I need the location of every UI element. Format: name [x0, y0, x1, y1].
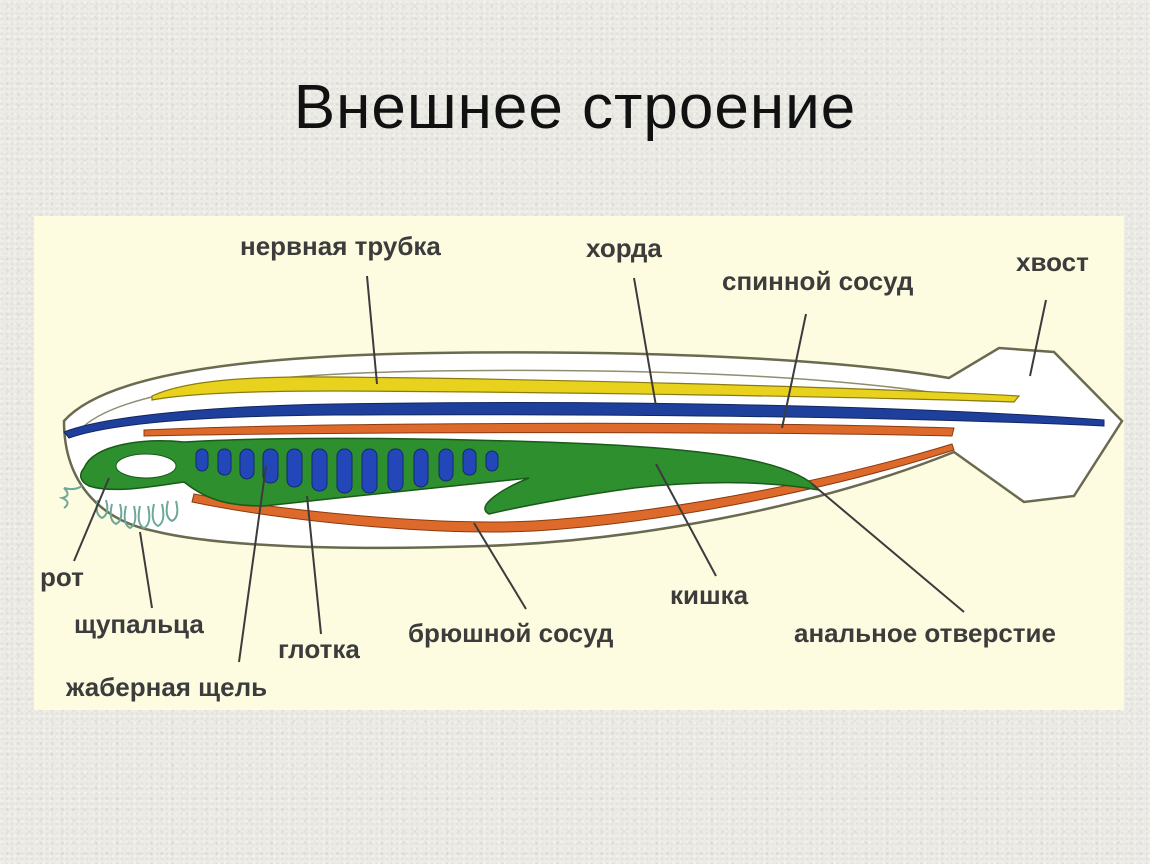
gill-slit-shape — [217, 448, 232, 476]
leader-tentacles — [139, 531, 153, 609]
gill-slit-shape — [361, 448, 378, 494]
gill-slit-shape — [262, 448, 279, 484]
label-chord: хорда — [586, 233, 662, 263]
lancelet-drawing — [58, 275, 1124, 663]
leader-mouth — [73, 477, 110, 562]
label-gill-slit: жаберная щель — [66, 672, 268, 702]
slide-title: Внешнее строение — [293, 73, 857, 142]
label-mouth: рот — [40, 562, 84, 592]
label-anus: анальное отверстие — [794, 618, 1056, 648]
gill-slit-shape — [336, 448, 353, 494]
leader-intestine — [655, 463, 717, 577]
label-tail: хвост — [1016, 247, 1089, 277]
gill-slit-shape — [438, 448, 454, 482]
gill-slit-shape — [485, 450, 499, 472]
label-pharynx: глотка — [278, 634, 360, 664]
leader-pharynx — [306, 495, 322, 635]
oral-cavity — [115, 453, 177, 479]
leader-anus — [811, 483, 965, 613]
label-ventral-vessel: брюшной сосуд — [408, 618, 614, 648]
gill-slit-shape — [387, 448, 404, 492]
tentacles-shape — [58, 485, 179, 530]
chord-shape — [63, 402, 1105, 439]
gill-slit-shape — [195, 448, 209, 472]
leader-nerve-tube — [366, 275, 378, 385]
leader-gill-slit — [238, 465, 267, 663]
gill-slit-shape — [311, 448, 328, 492]
label-intestine: кишка — [670, 580, 749, 610]
gill-slit-shape — [462, 448, 477, 476]
leader-chord — [633, 277, 657, 407]
gill-slit-shape — [413, 448, 429, 488]
lancelet-diagram: нервная трубка хорда спинной сосуд хвост… — [34, 216, 1124, 710]
nerve-tube-shape — [151, 376, 1021, 403]
label-nerve-tube: нервная трубка — [240, 231, 441, 261]
label-tentacles: щупальца — [74, 609, 204, 639]
leader-lines — [73, 275, 1047, 663]
leader-dorsal-vessel — [781, 313, 807, 429]
dorsal-vessel-shape — [143, 422, 955, 437]
gill-slit-shape — [239, 448, 255, 480]
leader-ventral-vessel — [473, 522, 527, 610]
leader-tail — [1029, 299, 1047, 377]
label-dorsal-vessel: спинной сосуд — [722, 266, 914, 296]
gill-slit-shape — [286, 448, 303, 488]
gill-slits — [195, 448, 499, 494]
